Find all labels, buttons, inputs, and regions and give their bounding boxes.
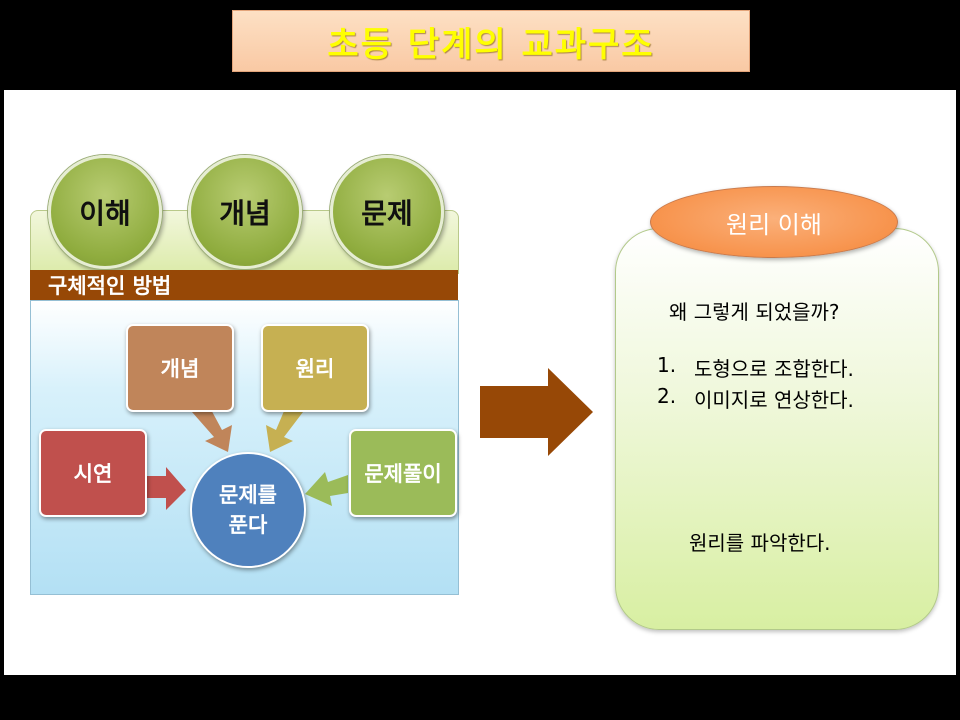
circle-problem-label: 문제	[361, 197, 413, 230]
arrow-problem-to-center	[305, 472, 348, 506]
list-item-1: 도형으로 조합한다.	[694, 357, 854, 381]
circle-understanding: 이해	[48, 155, 162, 269]
list-item-1-number: 1.	[657, 353, 677, 377]
problem-solving-box-label: 문제풀이	[364, 462, 442, 486]
demo-box: 시연	[39, 429, 147, 517]
list-item-2-number: 2.	[657, 384, 677, 408]
circle-concept-label: 개념	[219, 197, 271, 230]
list-item-2: 이미지로 연상한다.	[694, 388, 854, 412]
circle-concept: 개념	[188, 155, 302, 269]
arrow-principle-to-center	[266, 404, 303, 452]
center-circle: 문제를 푼다	[190, 452, 306, 568]
principle-box-label: 원리	[295, 357, 335, 381]
circle-problem: 문제	[330, 155, 444, 269]
circle-understanding-label: 이해	[79, 197, 131, 230]
method-bar: 구체적인 방법	[30, 270, 458, 300]
center-line-1: 문제를	[219, 483, 277, 507]
principle-understanding-oval: 원리 이해	[650, 186, 898, 258]
title-box: 초등 단계의 교과구조	[232, 10, 750, 72]
principle-box: 원리	[261, 324, 369, 412]
demo-box-label: 시연	[73, 462, 113, 486]
arrow-concept-to-center	[192, 404, 232, 452]
oval-label: 원리 이해	[726, 210, 822, 239]
slide-title: 초등 단계의 교과구조	[327, 24, 655, 65]
question-text: 왜 그렇게 되었을까?	[669, 300, 840, 324]
conclusion-text: 원리를 파악한다.	[689, 531, 831, 555]
problem-solving-box: 문제풀이	[349, 429, 457, 517]
concept-box: 개념	[126, 324, 234, 412]
center-line-2: 푼다	[228, 513, 268, 537]
arrow-demo-to-center	[146, 467, 186, 510]
big-right-arrow	[480, 368, 593, 456]
principle-understanding-box	[615, 228, 939, 630]
concept-box-label: 개념	[160, 357, 200, 381]
method-label: 구체적인 방법	[48, 274, 172, 298]
